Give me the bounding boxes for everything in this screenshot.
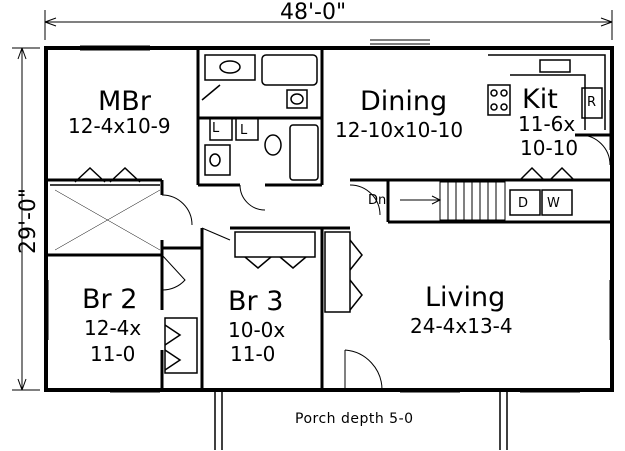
washer: W bbox=[547, 196, 560, 211]
linen-closet-1: L bbox=[212, 121, 220, 136]
interior-walls bbox=[46, 48, 612, 390]
stairs bbox=[400, 181, 506, 221]
mbr-size: 12-4x10-9 bbox=[68, 114, 171, 138]
kit-name: Kit bbox=[522, 84, 558, 115]
porch-label: Porch depth 5-0 bbox=[295, 411, 414, 427]
width-dimension-line bbox=[44, 10, 613, 40]
br3-size-line2: 11-0 bbox=[230, 342, 276, 366]
depth-dimension-line bbox=[12, 47, 40, 391]
br3-size-line1: 10-0x bbox=[228, 318, 286, 342]
bath-fixtures bbox=[201, 54, 319, 181]
exterior-wall bbox=[44, 46, 614, 392]
dining-name: Dining bbox=[360, 86, 448, 117]
depth-dimension: 29'-0" bbox=[16, 187, 42, 255]
kit-size-line1: 11-6x bbox=[518, 112, 576, 136]
width-dimension: 48'-0" bbox=[280, 0, 347, 25]
refrigerator: R bbox=[587, 95, 597, 110]
living-size: 24-4x13-4 bbox=[410, 314, 513, 338]
stair-down: Dn bbox=[368, 193, 387, 208]
kit-size-line2: 10-10 bbox=[520, 136, 579, 160]
mbr-name: MBr bbox=[98, 86, 151, 117]
br2-size-line1: 12-4x bbox=[84, 316, 142, 340]
door-swings bbox=[161, 134, 611, 391]
dining-size: 12-10x10-10 bbox=[335, 118, 464, 142]
kitchen-counters bbox=[487, 54, 606, 216]
br2-size-line2: 11-0 bbox=[90, 342, 136, 366]
br3-name: Br 3 bbox=[228, 286, 284, 317]
linen-closet-2: L bbox=[240, 123, 248, 138]
windows bbox=[47, 39, 611, 393]
dryer: D bbox=[518, 196, 529, 211]
porch bbox=[214, 390, 508, 450]
living-name: Living bbox=[425, 282, 506, 313]
bedroom-closets bbox=[164, 231, 363, 374]
br2-name: Br 2 bbox=[82, 284, 138, 315]
mbr-closet bbox=[50, 166, 161, 251]
